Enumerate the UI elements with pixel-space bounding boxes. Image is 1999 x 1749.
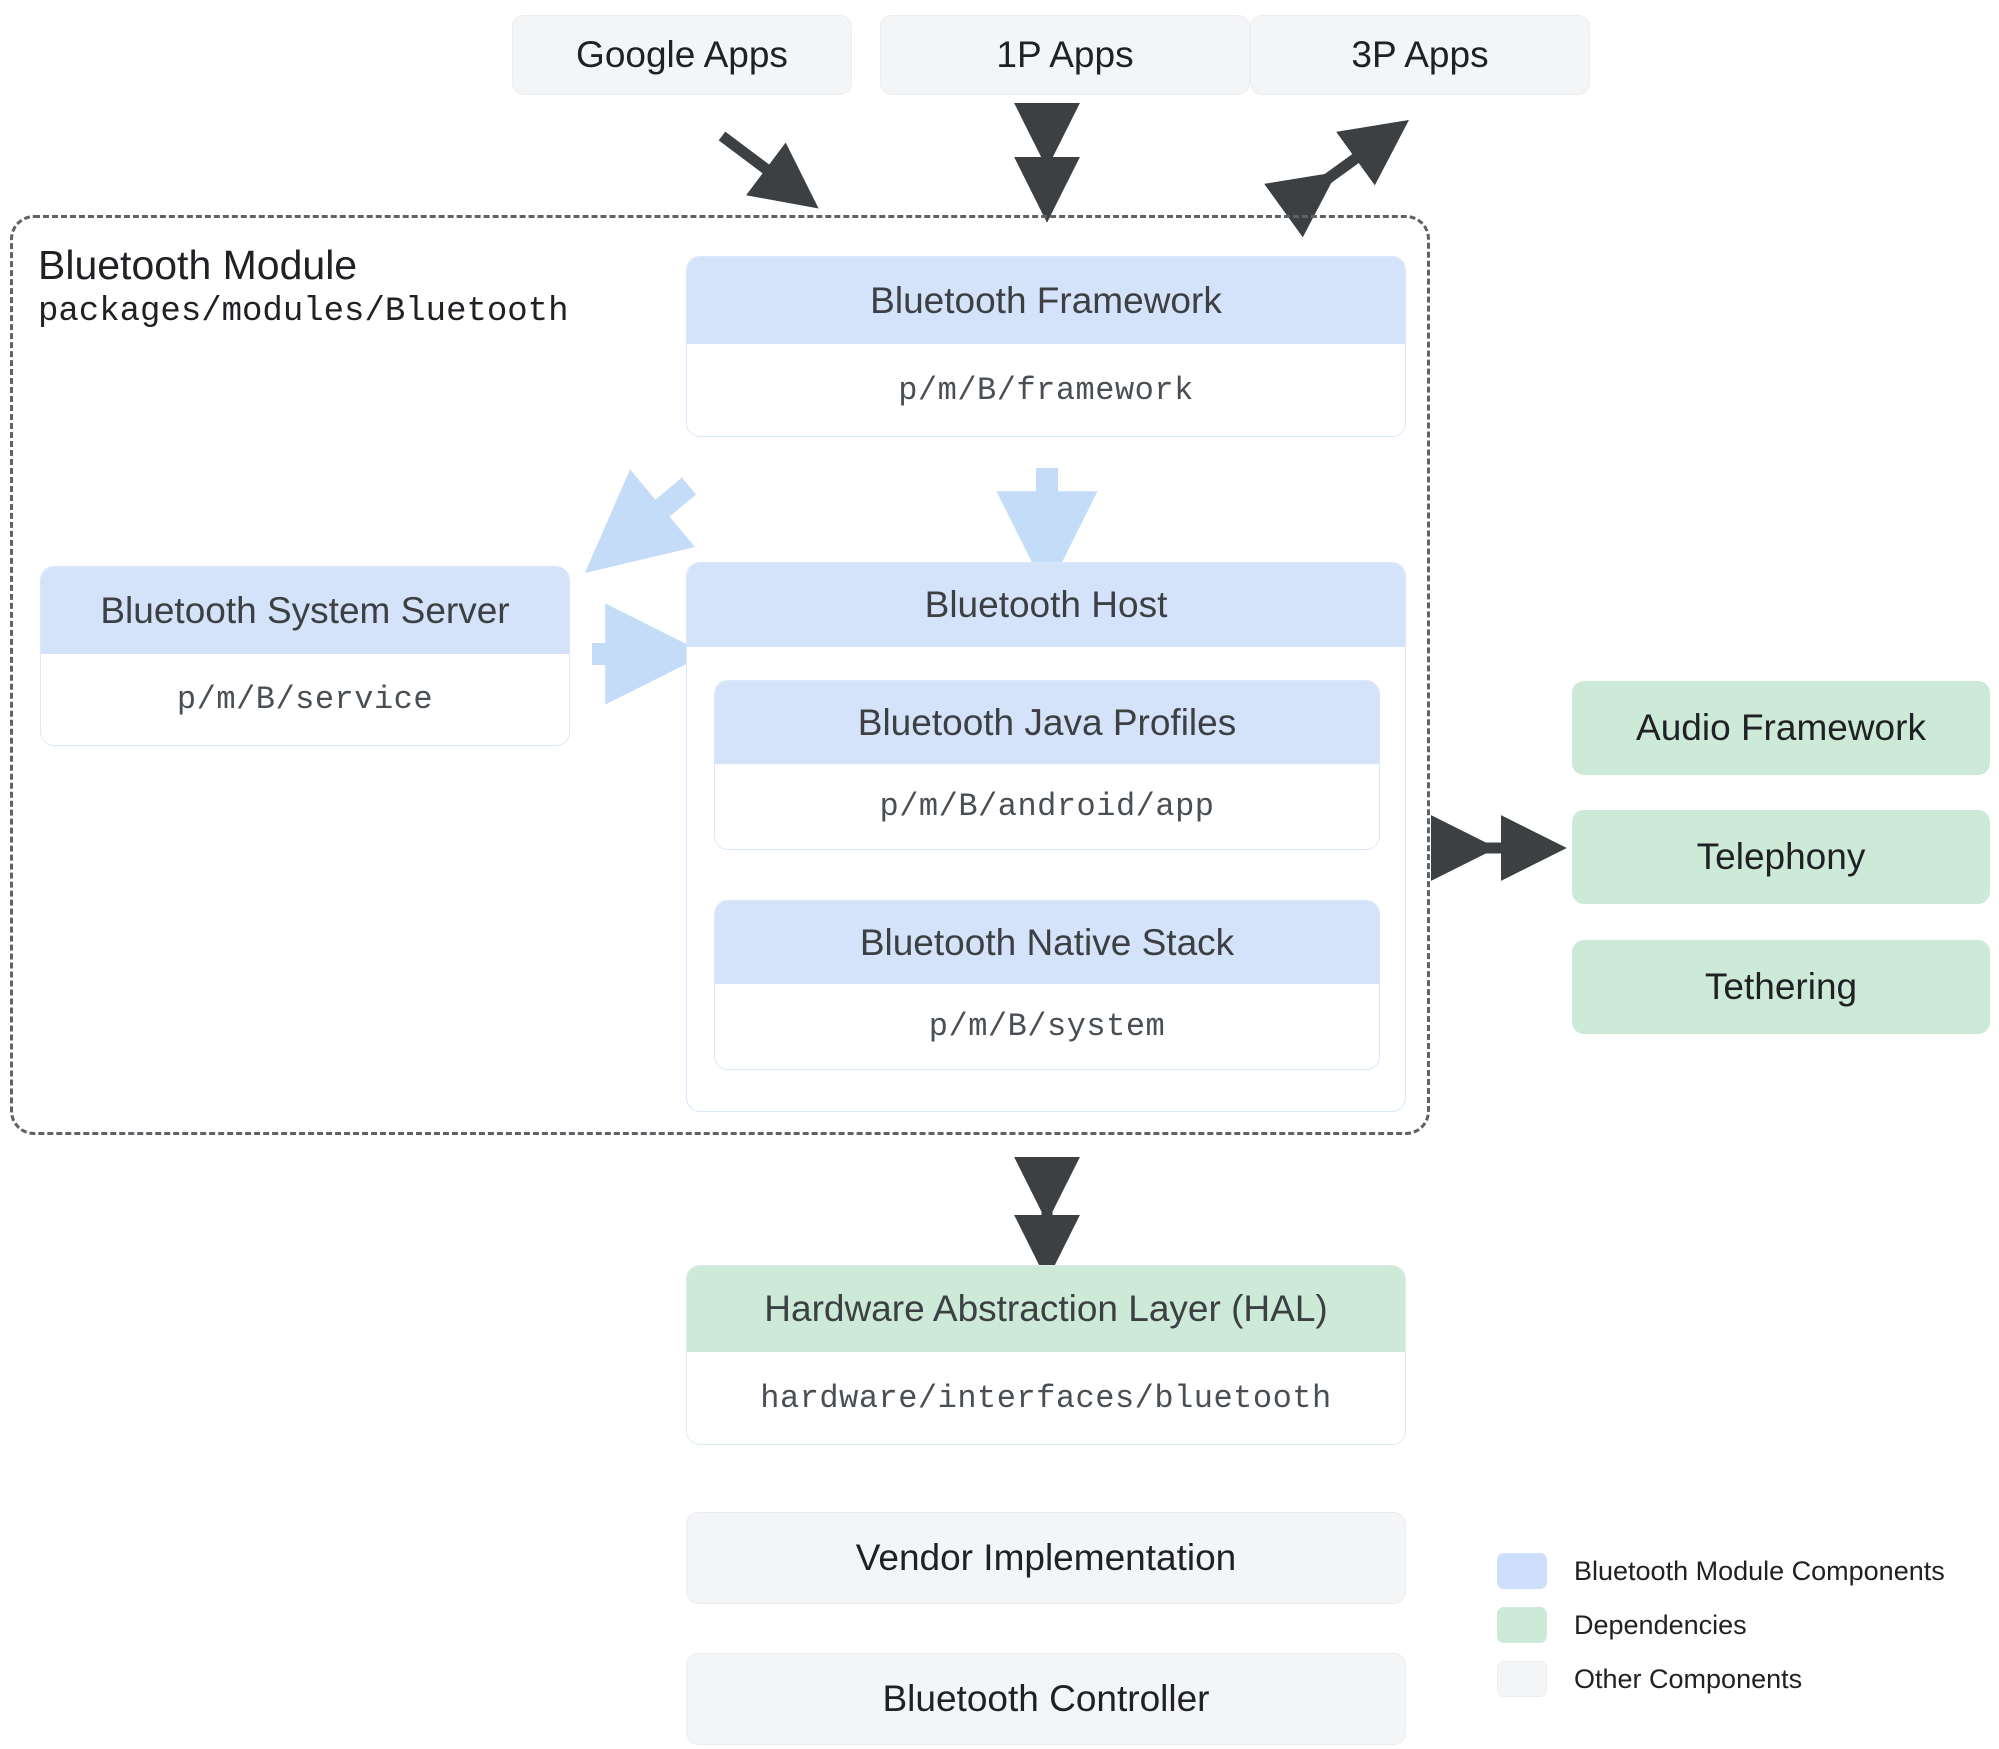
legend-item-other-components: Other Components bbox=[1497, 1660, 1945, 1698]
host-to-framework-diagonal-arrow bbox=[584, 469, 697, 574]
module-to-hal-double-arrow bbox=[1014, 1156, 1080, 1281]
legend-item-dependencies: Dependencies bbox=[1497, 1606, 1945, 1644]
app-box-label: 3P Apps bbox=[1351, 34, 1489, 75]
card-title: Bluetooth Framework bbox=[687, 257, 1405, 344]
legend-label: Bluetooth Module Components bbox=[1574, 1555, 1945, 1586]
legend-swatch-blue bbox=[1497, 1553, 1547, 1589]
card-title: Hardware Abstraction Layer (HAL) bbox=[687, 1266, 1405, 1352]
app-box-3p-apps[interactable]: 3P Apps bbox=[1250, 15, 1590, 95]
legend-label: Dependencies bbox=[1574, 1609, 1747, 1640]
card-path: p/m/B/service bbox=[41, 654, 569, 745]
card-hardware-abstraction-layer[interactable]: Hardware Abstraction Layer (HAL) hardwar… bbox=[686, 1265, 1406, 1445]
legend-item-bluetooth-module-components: Bluetooth Module Components bbox=[1497, 1552, 1945, 1590]
legend-swatch-green bbox=[1497, 1607, 1547, 1643]
vertical-double-arrow bbox=[1014, 102, 1080, 223]
app-box-label: 1P Apps bbox=[996, 34, 1134, 75]
diagonal-double-arrow bbox=[1264, 119, 1409, 238]
bluetooth-module-container bbox=[10, 215, 1430, 1135]
card-title: Bluetooth Native Stack bbox=[715, 901, 1379, 984]
module-to-dependencies-double-arrow bbox=[1430, 815, 1567, 881]
app-box-google-apps[interactable]: Google Apps bbox=[512, 15, 852, 95]
dependency-label: Telephony bbox=[1696, 836, 1866, 877]
card-title: Bluetooth Host bbox=[687, 563, 1405, 647]
box-label: Vendor Implementation bbox=[855, 1537, 1237, 1578]
card-bluetooth-framework[interactable]: Bluetooth Framework p/m/B/framework bbox=[686, 256, 1406, 437]
app-box-label: Google Apps bbox=[576, 34, 788, 75]
dependency-box-telephony[interactable]: Telephony bbox=[1572, 810, 1990, 904]
legend: Bluetooth Module Components Dependencies… bbox=[1497, 1552, 1945, 1714]
module-path: packages/modules/Bluetooth bbox=[38, 293, 569, 331]
card-title: Bluetooth Java Profiles bbox=[715, 681, 1379, 764]
card-title: Bluetooth System Server bbox=[41, 567, 569, 654]
dependency-box-audio-framework[interactable]: Audio Framework bbox=[1572, 681, 1990, 775]
dependency-box-tethering[interactable]: Tethering bbox=[1572, 940, 1990, 1034]
system-server-to-host-arrow bbox=[592, 603, 707, 705]
box-vendor-implementation[interactable]: Vendor Implementation bbox=[686, 1512, 1406, 1604]
diagonal-down-right-arrow bbox=[718, 131, 819, 209]
legend-label: Other Components bbox=[1574, 1663, 1803, 1694]
card-bluetooth-system-server[interactable]: Bluetooth System Server p/m/B/service bbox=[40, 566, 570, 746]
legend-swatch-grey bbox=[1497, 1661, 1547, 1697]
card-path: p/m/B/system bbox=[715, 984, 1379, 1069]
card-bluetooth-host[interactable]: Bluetooth Host Bluetooth Java Profiles p… bbox=[686, 562, 1406, 1112]
app-box-1p-apps[interactable]: 1P Apps bbox=[880, 15, 1250, 95]
card-path: hardware/interfaces/bluetooth bbox=[687, 1352, 1405, 1444]
box-bluetooth-controller[interactable]: Bluetooth Controller bbox=[686, 1653, 1406, 1745]
framework-to-host-arrow bbox=[996, 468, 1098, 593]
card-path: p/m/B/framework bbox=[687, 344, 1405, 436]
card-bluetooth-java-profiles[interactable]: Bluetooth Java Profiles p/m/B/android/ap… bbox=[714, 680, 1380, 850]
card-bluetooth-native-stack[interactable]: Bluetooth Native Stack p/m/B/system bbox=[714, 900, 1380, 1070]
module-title: Bluetooth Module bbox=[38, 242, 358, 288]
dependency-label: Audio Framework bbox=[1636, 707, 1926, 748]
box-label: Bluetooth Controller bbox=[882, 1678, 1210, 1719]
dependency-label: Tethering bbox=[1704, 966, 1858, 1007]
card-path: p/m/B/android/app bbox=[715, 764, 1379, 849]
